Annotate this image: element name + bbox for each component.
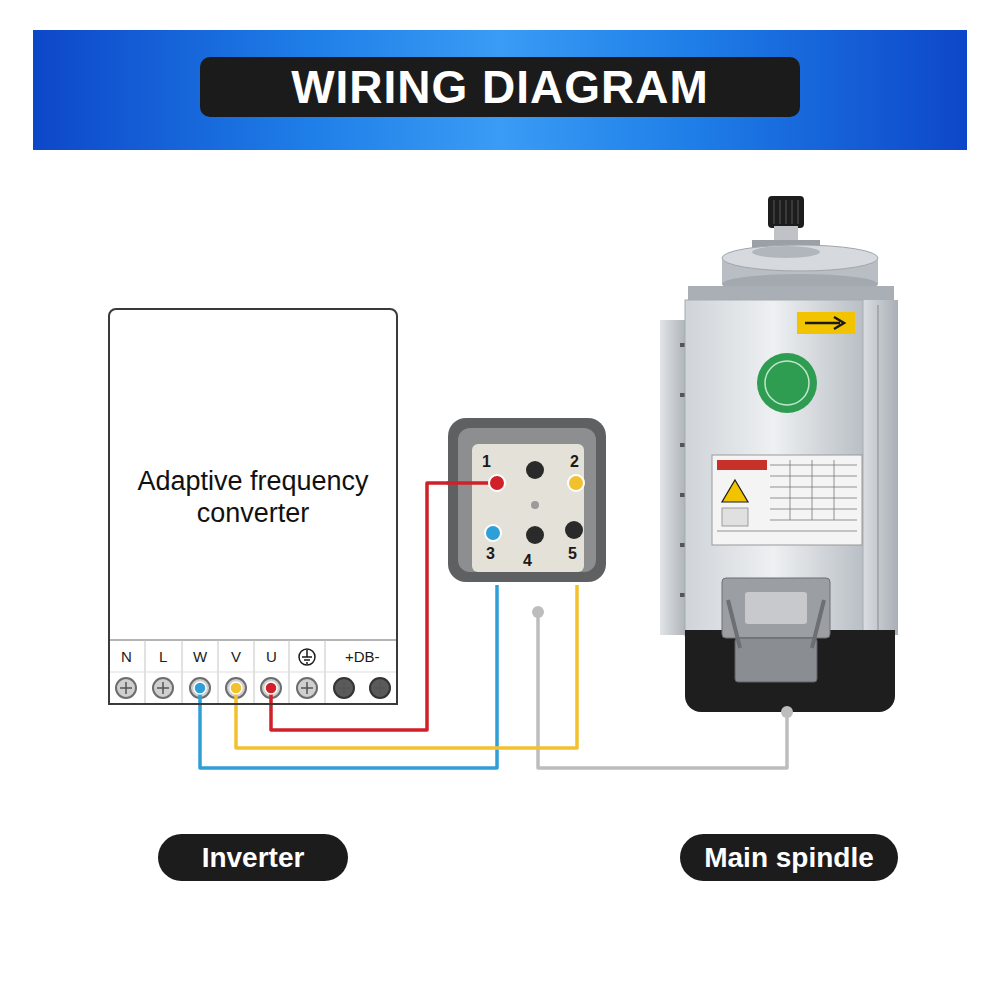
warning-triangle — [722, 480, 748, 502]
left-fins — [660, 320, 688, 635]
connector-housing — [448, 418, 606, 582]
plug-window — [745, 592, 807, 624]
pin-number: 2 — [570, 453, 579, 471]
node-text: Inverter — [180, 834, 327, 881]
ground-lines — [302, 650, 312, 663]
caption-pill: Main spindle — [680, 834, 898, 881]
pin-dot-1 — [489, 475, 505, 491]
wire-end-dot — [532, 606, 544, 618]
plug-base — [735, 638, 817, 682]
pin-hole — [531, 501, 539, 509]
strip-ground — [110, 640, 396, 703]
collet-ridges — [774, 200, 798, 224]
screw-slots — [120, 682, 386, 694]
wire-end-dot — [781, 706, 793, 718]
strip-divider — [110, 639, 396, 641]
pin-hole — [526, 526, 544, 544]
title-text: WIRING DIAGRAM — [291, 60, 709, 114]
terminal-label: +DB- — [345, 649, 380, 666]
plate-icon — [722, 508, 748, 526]
terminal-label: U — [266, 649, 277, 666]
terminal-dot-w — [194, 682, 206, 694]
fin-line — [877, 305, 879, 630]
inverter-box: Adaptive frequency converter — [108, 308, 398, 705]
yellow-wire — [236, 585, 577, 748]
pin-dot-2 — [568, 475, 584, 491]
terminal-dot-u — [265, 682, 277, 694]
node-text: Adaptive frequency converter — [110, 465, 396, 530]
terminal-label: N — [121, 649, 132, 666]
rating-plate — [712, 455, 862, 545]
pin-number: 1 — [482, 453, 491, 471]
connector-face — [472, 444, 584, 572]
ground-symbol — [299, 649, 315, 665]
connector-frame — [458, 428, 596, 572]
blue-wire — [200, 585, 497, 768]
red-wire-end — [447, 481, 490, 485]
rotation-arrow — [805, 317, 844, 329]
title-pill: WIRING DIAGRAM — [200, 57, 800, 117]
flange-top — [722, 245, 878, 271]
connector-block — [447, 418, 606, 582]
terminal-label: W — [193, 649, 207, 666]
plate-header — [717, 460, 767, 470]
spindle-illustration — [660, 196, 898, 718]
qc-sticker — [757, 353, 817, 413]
caption-pill: Inverter — [158, 834, 348, 881]
flange-hub — [752, 246, 820, 258]
rotation-label — [797, 312, 855, 334]
plug-housing — [722, 578, 830, 638]
qc-sticker-ring — [765, 361, 809, 405]
plate-table — [717, 460, 857, 531]
right-fins — [858, 300, 898, 635]
terminal-label: V — [231, 649, 241, 666]
pin-number: 3 — [486, 545, 495, 563]
pin-number: 5 — [568, 545, 577, 563]
pin-hole — [526, 461, 544, 479]
terminal-label: L — [159, 649, 167, 666]
plug-latch — [728, 600, 824, 648]
pin-number: 4 — [523, 552, 532, 570]
bottom-cap — [685, 630, 895, 712]
terminal-dot-v — [230, 682, 242, 694]
ground-ring — [299, 649, 315, 665]
node-text: Main spindle — [682, 834, 896, 881]
pin-dot-3 — [485, 525, 501, 541]
screw-row-line — [110, 672, 396, 673]
collet-nut — [768, 196, 804, 228]
pin-hole — [565, 521, 583, 539]
terminal-strip — [110, 640, 396, 703]
